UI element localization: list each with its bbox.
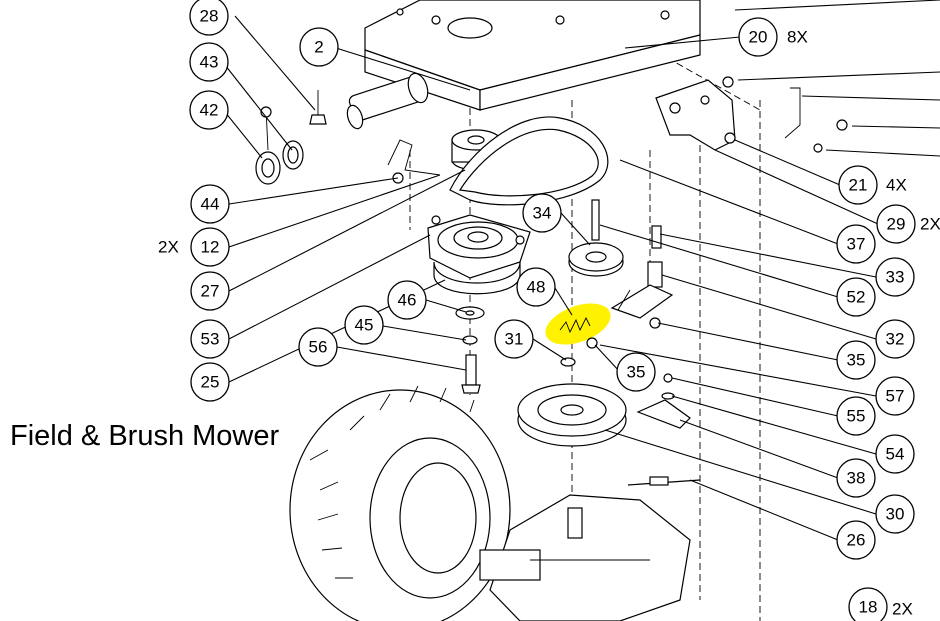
callout[interactable]: 20 [738,17,778,57]
svg-text:27: 27 [201,282,220,301]
svg-text:54: 54 [886,445,905,464]
callout[interactable]: 34 [522,193,562,233]
callout[interactable]: 26 [836,520,876,560]
callout[interactable]: 18 [848,587,888,621]
callout[interactable]: 56 [298,327,338,367]
svg-text:46: 46 [398,291,417,310]
callout[interactable]: 28 [189,0,229,36]
rear-bracket [655,76,848,153]
svg-text:30: 30 [886,505,905,524]
callout[interactable]: 45 [344,305,384,345]
svg-text:26: 26 [847,531,866,550]
svg-text:38: 38 [847,469,866,488]
cable [627,476,701,486]
svg-text:53: 53 [201,330,220,349]
callout[interactable]: 27 [190,271,230,311]
callout[interactable]: 42 [189,90,229,130]
qty-label: 2X [920,215,940,234]
svg-text:55: 55 [847,407,866,426]
callout[interactable]: 21 [838,165,878,205]
bolt-part [309,90,327,125]
callout[interactable]: 37 [836,224,876,264]
svg-text:45: 45 [355,316,374,335]
callout[interactable]: 33 [875,257,915,297]
svg-text:34: 34 [533,204,552,223]
callout[interactable]: 46 [387,280,427,320]
idler-bracket [610,225,674,319]
transmission-pulley [517,383,627,447]
svg-text:48: 48 [527,278,546,297]
callout[interactable]: 31 [494,319,534,359]
svg-text:20: 20 [749,28,768,47]
qty-label: 8X [787,28,808,47]
qty-label: 2X [158,238,179,257]
tire [289,385,511,621]
callout[interactable]: 35 [616,352,656,392]
callout[interactable]: 38 [836,458,876,498]
transmission [479,494,691,621]
svg-text:28: 28 [200,7,219,26]
svg-text:42: 42 [200,101,219,120]
svg-text:35: 35 [847,351,866,370]
axle-pin [346,72,429,130]
qty-label: 2X [892,600,913,619]
callout[interactable]: 44 [190,184,230,224]
callout[interactable]: 32 [875,319,915,359]
callout[interactable]: 2 [299,27,339,67]
callout[interactable]: 52 [836,277,876,317]
frame-plate [364,0,701,111]
electric-clutch [427,214,531,295]
drive-belt [449,116,609,206]
svg-text:31: 31 [505,330,524,349]
svg-text:57: 57 [886,387,905,406]
svg-text:35: 35 [627,363,646,382]
svg-text:52: 52 [847,288,866,307]
washer-parts [255,106,304,185]
callout[interactable]: 48 [516,267,556,307]
svg-text:56: 56 [309,338,328,357]
svg-text:2: 2 [314,38,323,57]
callout[interactable]: 53 [190,319,230,359]
tension-arm [636,373,691,429]
callout[interactable]: 57 [875,376,915,416]
svg-text:43: 43 [200,53,219,72]
callout[interactable]: 35 [836,340,876,380]
washer-31 [560,357,576,367]
callout[interactable]: 55 [836,396,876,436]
callout[interactable]: 54 [875,434,915,474]
svg-text:25: 25 [201,373,220,392]
svg-text:29: 29 [887,215,906,234]
callout[interactable]: 29 [876,204,916,244]
leader-lines [224,0,940,541]
svg-text:44: 44 [201,195,220,214]
small-pulley [568,199,624,277]
svg-text:37: 37 [847,235,866,254]
svg-text:32: 32 [886,330,905,349]
bracket-part [387,139,441,184]
svg-text:33: 33 [886,268,905,287]
callout[interactable]: 25 [190,362,230,402]
callout-group: 28 43 42 2 44 12 2X 27 53 25 46 45 56 34… [158,0,940,621]
svg-text:12: 12 [201,238,220,257]
callout[interactable]: 12 [190,227,230,267]
svg-text:21: 21 [849,176,868,195]
callout[interactable]: 30 [875,494,915,534]
qty-label: 4X [886,176,907,195]
callout[interactable]: 43 [189,42,229,82]
svg-text:18: 18 [859,598,878,617]
diagram-title: Field & Brush Mower [10,420,279,452]
